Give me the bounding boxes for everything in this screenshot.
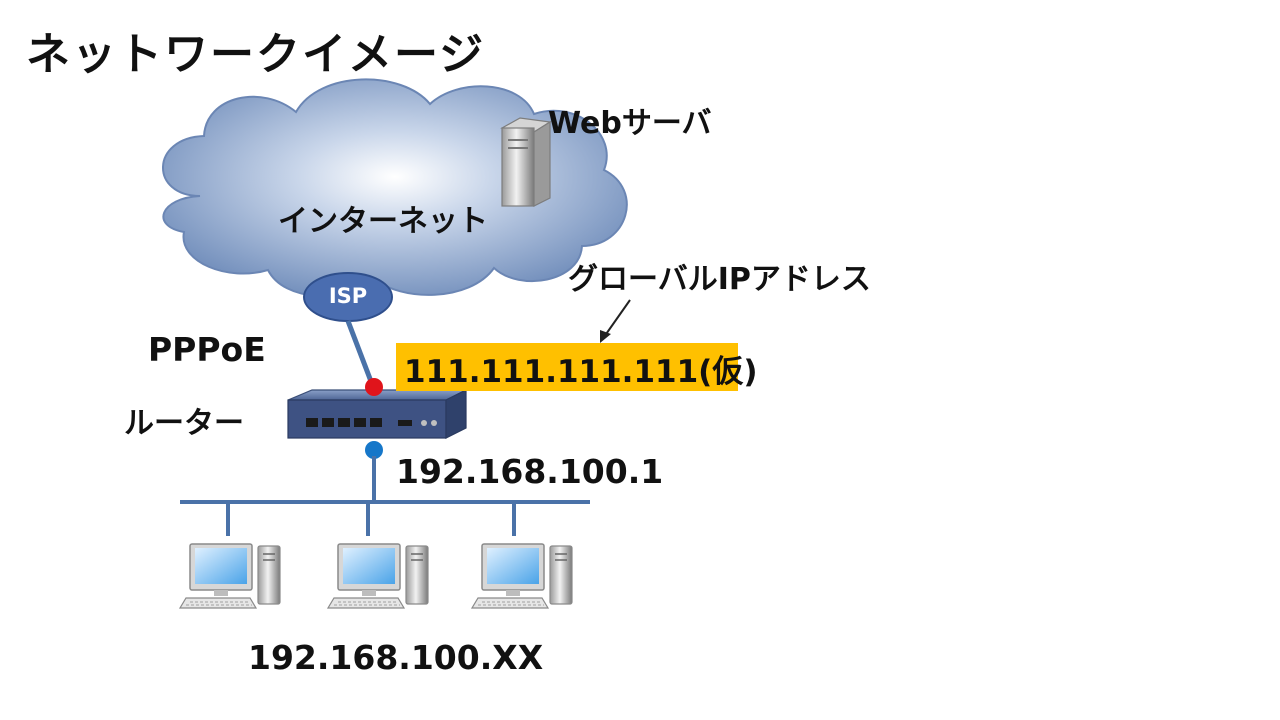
wan-line xyxy=(345,320,375,385)
page-title: ネットワークイメージ xyxy=(26,29,486,80)
router-label: ルーター xyxy=(124,406,244,441)
global-ip-highlight xyxy=(396,343,738,391)
lan-port-dot xyxy=(365,441,383,459)
computer-icon xyxy=(179,543,281,609)
web-server-label: Webサーバ xyxy=(548,106,712,141)
client-ip-label: 192.168.100.XX xyxy=(248,638,544,677)
global-ip-label: グローバルIPアドレス xyxy=(568,262,871,297)
router-icon xyxy=(287,389,467,439)
computer-icon xyxy=(327,543,429,609)
computer-icon xyxy=(471,543,573,609)
lan-bus xyxy=(180,456,590,536)
pointer-arrow xyxy=(603,299,631,338)
pppoe-label: PPPoE xyxy=(148,330,266,369)
server-icon xyxy=(500,117,552,207)
router-ip-label: 192.168.100.1 xyxy=(396,452,664,491)
global-ip-value: 111.111.111.111(仮) xyxy=(404,354,758,390)
internet-label: インターネット xyxy=(278,204,488,239)
wan-port-dot xyxy=(365,378,383,396)
isp-label: ISP xyxy=(328,284,368,308)
